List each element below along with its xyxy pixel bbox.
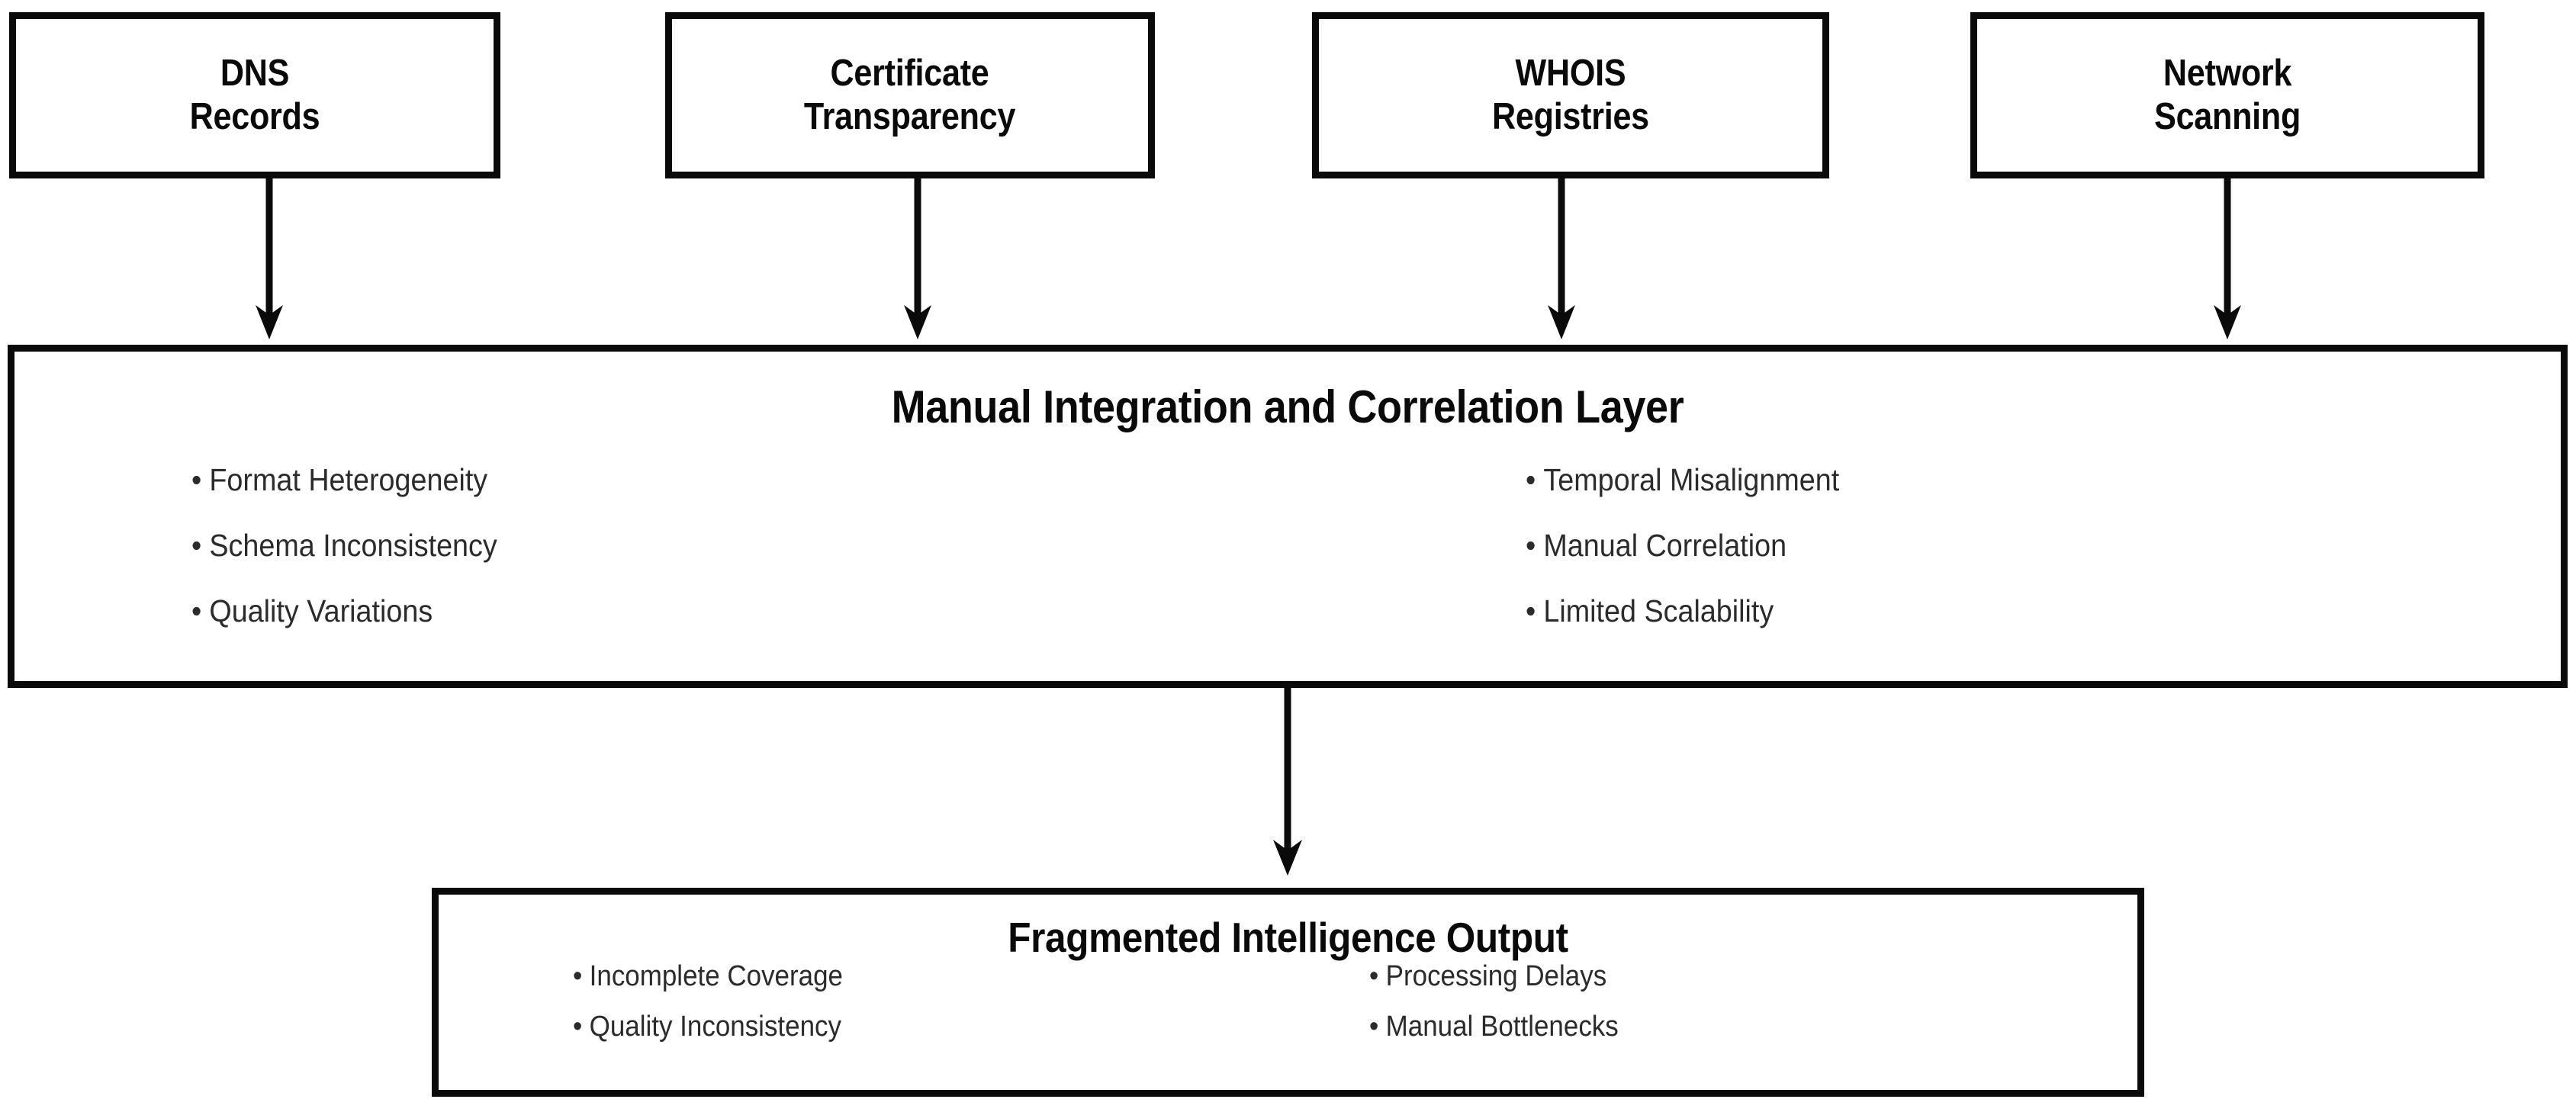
arrow-integration-to-output	[1270, 685, 1305, 877]
bullet-icon: •	[1526, 593, 1536, 628]
bullet-icon: •	[573, 1011, 583, 1043]
arrow-network-scanning-to-integration	[2210, 177, 2245, 341]
source-box-label: Certificate Transparency	[804, 53, 1016, 137]
output-bullets-right: •Processing Delays •Manual Bottlenecks	[1273, 962, 2069, 1062]
list-item: •Quality Inconsistency	[573, 1012, 1217, 1041]
output-bullets-left: •Incomplete Coverage •Quality Inconsiste…	[573, 962, 1273, 1062]
arrow-certificate-transparency-to-integration	[900, 177, 935, 341]
bullet-icon: •	[573, 960, 583, 992]
bullet-icon: •	[1526, 528, 1536, 563]
bullet-icon: •	[191, 462, 202, 497]
source-box-label: DNS Records	[189, 53, 320, 137]
source-box-label: Network Scanning	[2154, 53, 2301, 137]
list-item-label: Format Heterogeneity	[209, 462, 488, 497]
bullet-icon: •	[1368, 960, 1378, 992]
list-item-label: Temporal Misalignment	[1543, 462, 1840, 497]
bullet-icon: •	[191, 593, 202, 628]
output-bullets: •Incomplete Coverage •Quality Inconsiste…	[439, 962, 2137, 1062]
list-item-label: Manual Bottlenecks	[1385, 1011, 1619, 1043]
list-item-label: Quality Variations	[209, 593, 433, 628]
list-item: •Manual Correlation	[1526, 530, 2436, 561]
list-item: •Temporal Misalignment	[1526, 464, 2436, 496]
list-item: •Schema Inconsistency	[191, 530, 1101, 561]
list-item: •Quality Variations	[191, 596, 1101, 627]
arrow-whois-to-integration	[1544, 177, 1579, 341]
source-box-dns-records: DNS Records	[9, 12, 500, 178]
source-box-label: WHOIS Registries	[1492, 53, 1649, 137]
list-item-label: Schema Inconsistency	[209, 528, 497, 563]
list-item-label: Quality Inconsistency	[589, 1011, 842, 1043]
arrow-dns-to-integration	[252, 177, 287, 341]
integration-layer-panel: Manual Integration and Correlation Layer…	[8, 345, 2568, 688]
list-item-label: Manual Correlation	[1543, 528, 1787, 563]
bullet-icon: •	[191, 528, 202, 563]
integration-layer-bullets-left: •Format Heterogeneity •Schema Inconsiste…	[191, 464, 1181, 661]
list-item: •Incomplete Coverage	[573, 962, 1217, 991]
list-item: •Processing Delays	[1369, 962, 2013, 991]
integration-layer-title: Manual Integration and Correlation Layer	[891, 381, 1684, 432]
output-panel: Fragmented Intelligence Output •Incomple…	[432, 888, 2144, 1097]
source-box-network-scanning: Network Scanning	[1970, 12, 2484, 178]
list-item-label: Incomplete Coverage	[589, 960, 843, 992]
list-item: •Limited Scalability	[1526, 596, 2436, 627]
source-box-certificate-transparency: Certificate Transparency	[665, 12, 1155, 178]
output-title: Fragmented Intelligence Output	[1008, 914, 1568, 961]
bullet-icon: •	[1526, 462, 1536, 497]
bullet-icon: •	[1368, 1011, 1378, 1043]
integration-layer-bullets-right: •Temporal Misalignment •Manual Correlati…	[1181, 464, 2515, 661]
list-item: •Format Heterogeneity	[191, 464, 1101, 496]
source-box-whois-registries: WHOIS Registries	[1312, 12, 1829, 178]
integration-layer-bullets: •Format Heterogeneity •Schema Inconsiste…	[14, 464, 2561, 661]
list-item-label: Processing Delays	[1385, 960, 1606, 992]
list-item-label: Limited Scalability	[1543, 593, 1774, 628]
list-item: •Manual Bottlenecks	[1369, 1012, 2013, 1041]
